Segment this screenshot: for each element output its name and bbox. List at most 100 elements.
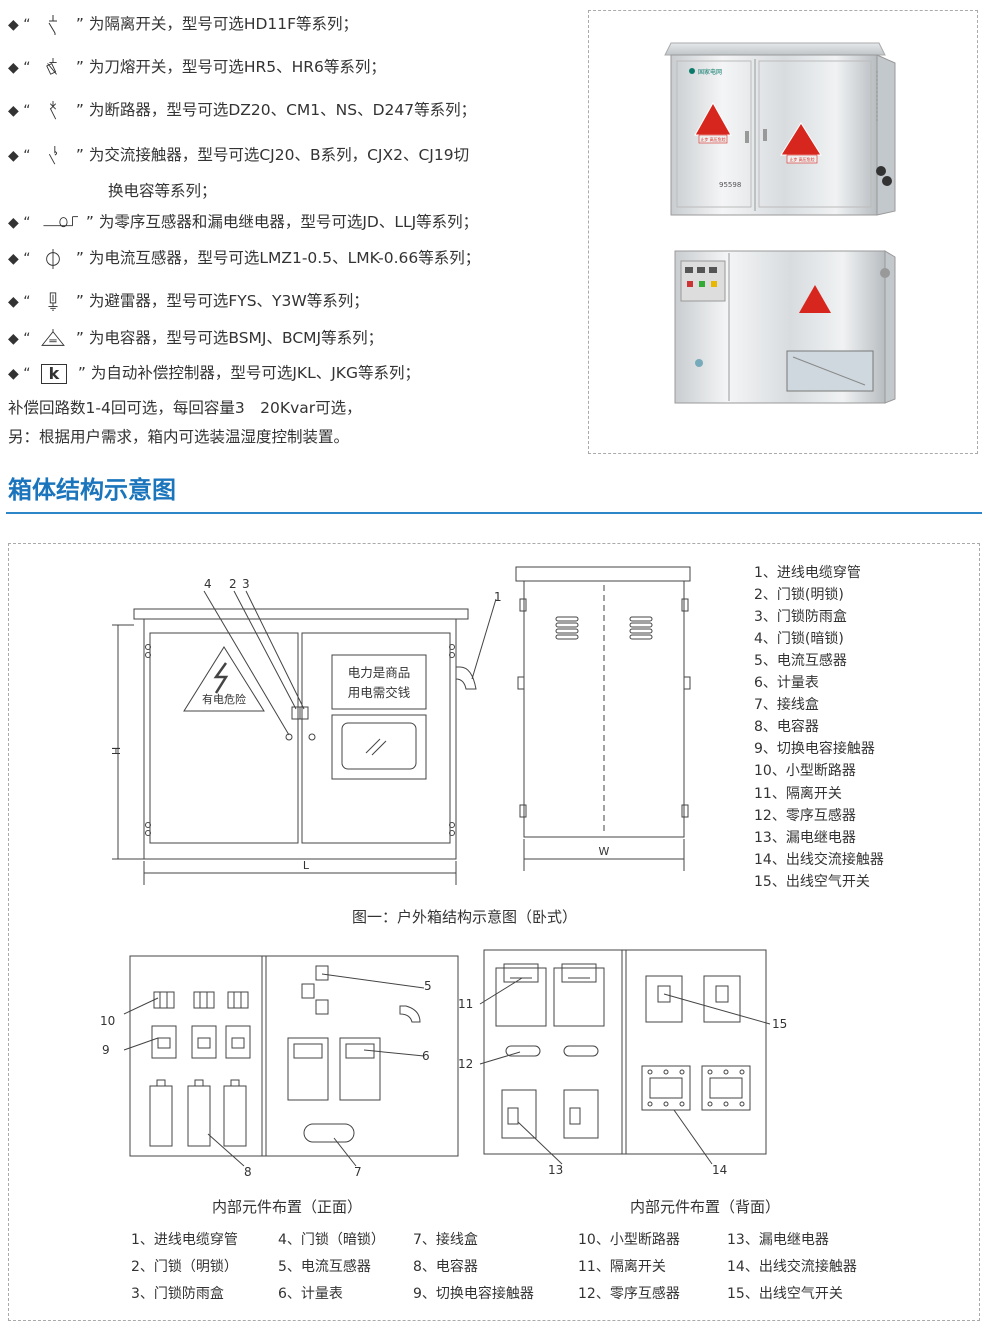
callout-number: 8 xyxy=(244,1165,252,1179)
legend-item: 8、电容器 xyxy=(754,719,819,735)
spec-text: ” 为交流接触器，型号可选CJ20、B系列，CJX2、CJ19切 xyxy=(75,146,470,164)
spec-text: ” 为零序互感器和漏电继电器，型号可选JD、LLJ等系列； xyxy=(85,213,479,231)
callout-number: 3 xyxy=(242,577,250,591)
callout-number: 6 xyxy=(422,1049,430,1063)
callout-number: 12 xyxy=(458,1057,473,1071)
left-door xyxy=(149,632,299,844)
slogan-line-2: 用电需交钱 xyxy=(348,685,411,700)
meter-window-frame xyxy=(331,714,427,780)
callout-number: 14 xyxy=(712,1163,727,1177)
diagram-frame xyxy=(8,543,980,1321)
back-layout-caption: 内部元件布置（背面） xyxy=(630,1198,781,1216)
meter-window xyxy=(341,722,417,770)
legend-item: 11、隔离开关 xyxy=(754,786,842,802)
note-optional: 另：根据用户需求，箱内可选装温湿度控制装置。 xyxy=(8,428,350,446)
bullet: ◆ “ xyxy=(8,331,31,347)
callout-number: 10 xyxy=(100,1014,115,1028)
dimension-w: W xyxy=(599,845,610,858)
air-switches xyxy=(645,975,741,1023)
bullet: ◆ “ xyxy=(8,366,31,382)
legend-item: 7、接线盒 xyxy=(413,1232,478,1248)
spec-item: ◆ “ ” 为避雷器，型号可选FYS、Y3W等系列； xyxy=(8,291,369,312)
zero-sequence-cts xyxy=(505,1045,599,1057)
callout-number: 4 xyxy=(204,577,212,591)
mini-breakers xyxy=(153,991,249,1009)
callout-number: 1 xyxy=(494,590,502,604)
back-layout-drawing: 11 12 13 14 15 xyxy=(458,949,787,1177)
callout-number: 7 xyxy=(354,1165,362,1179)
legend-item: 13、漏电继电器 xyxy=(754,830,856,846)
legend-item: 7、接线盒 xyxy=(754,697,819,713)
surge-arrester-icon xyxy=(48,291,58,311)
legend-item: 14、出线交流接触器 xyxy=(727,1259,857,1275)
warning-label: 止步 高压危险 xyxy=(700,136,725,142)
hotline-text: 95598 xyxy=(719,181,741,189)
legend-item: 8、电容器 xyxy=(413,1259,478,1275)
bullet: ◆ “ xyxy=(8,60,31,76)
output-contactors xyxy=(641,1065,751,1111)
bullet: ◆ “ xyxy=(8,215,31,231)
spec-item: ◆ “ ” 为交流接触器，型号可选CJ20、B系列，CJX2、CJ19切 xyxy=(8,145,469,166)
legend-item: 6、计量表 xyxy=(278,1286,343,1302)
spec-text: ” 为自动补偿控制器，型号可选JKL、JKG等系列； xyxy=(77,364,420,382)
spec-text: ” 为电流互感器，型号可选LMZ1-0.5、LMK-0.66等系列； xyxy=(75,249,481,267)
spec-item: ◆ “ ” 为刀熔开关，型号可选HR5、HR6等系列； xyxy=(8,57,386,78)
legend-item: 10、小型断路器 xyxy=(754,763,856,779)
front-body xyxy=(143,618,457,860)
section-title: 箱体结构示意图 xyxy=(8,476,176,504)
spec-text-continued: 换电容等系列； xyxy=(108,182,217,200)
hidden-lock-icon xyxy=(285,733,293,741)
current-transformer xyxy=(315,965,329,981)
dimension-l: L xyxy=(303,859,310,872)
cable-conduit xyxy=(399,1005,421,1023)
bullet: ◆ “ xyxy=(8,251,31,267)
isolator-switch-icon xyxy=(48,14,57,35)
legend-item: 12、零序互感器 xyxy=(754,808,856,824)
spec-item: ◆ “ ” 为断路器，型号可选DZ20、CM1、NS、D247等系列； xyxy=(8,100,476,121)
legend-item: 5、电流互感器 xyxy=(278,1259,371,1275)
legend-item: 4、门锁(暗锁) xyxy=(754,631,844,647)
legend-item: 4、门锁（暗锁） xyxy=(278,1232,385,1248)
spec-item: ◆ “ ” 为零序互感器和漏电继电器，型号可选JD、LLJ等系列； xyxy=(8,212,478,233)
cabinet-photo-1: 止步 高压危险 止步 高压危险 国家电网 95598 xyxy=(664,42,896,216)
spec-text: ” 为隔离开关，型号可选HD11F等系列； xyxy=(75,15,359,33)
callout-number: 15 xyxy=(772,1017,787,1031)
spec-text: ” 为刀熔开关，型号可选HR5、HR6等系列； xyxy=(75,58,386,76)
spec-item: ◆ “ ” 为隔离开关，型号可选HD11F等系列； xyxy=(8,14,358,35)
fuse-switch-icon xyxy=(46,57,57,75)
product-photo-frame: 止步 高压危险 止步 高压危险 国家电网 95598 xyxy=(588,10,978,454)
legend-item: 15、出线空气开关 xyxy=(727,1286,843,1302)
callout-number: 2 xyxy=(229,577,237,591)
product-photos: 止步 高压危险 止步 高压危险 国家电网 95598 xyxy=(664,42,896,404)
brand-logo-text: 国家电网 xyxy=(698,68,722,76)
figure-caption: 图一：户外箱结构示意图（卧式） xyxy=(352,908,578,926)
legend-item: 1、进线电缆穿管 xyxy=(754,565,861,581)
vent-right xyxy=(629,616,653,640)
legend-item: 12、零序互感器 xyxy=(578,1286,680,1302)
leakage-relays xyxy=(501,1089,599,1139)
slogan-plate xyxy=(331,654,427,710)
bullet: ◆ “ xyxy=(8,103,31,119)
section-divider xyxy=(6,512,982,514)
junction-box xyxy=(303,1123,355,1143)
legend-item: 6、计量表 xyxy=(754,675,819,691)
spec-item: ◆ “ ” 为电容器，型号可选BSMJ、BCMJ等系列； xyxy=(8,328,383,349)
cabinet-photo-2 xyxy=(674,250,896,404)
legend-item: 1、进线电缆穿管 xyxy=(131,1232,238,1248)
circuit-breaker-icon xyxy=(49,100,57,119)
callout-number: 5 xyxy=(424,979,432,993)
spec-text: ” 为断路器，型号可选DZ20、CM1、NS、D247等系列； xyxy=(75,101,477,119)
legend-item: 5、电流互感器 xyxy=(754,653,847,669)
current-transformer-icon xyxy=(46,248,60,269)
dimension-h: H xyxy=(110,747,123,755)
spec-item: ◆ “ ” 为电流互感器，型号可选LMZ1-0.5、LMK-0.66等系列； xyxy=(8,248,480,269)
legend-item: 10、小型断路器 xyxy=(578,1232,680,1248)
bullet: ◆ “ xyxy=(8,148,31,164)
right-door xyxy=(301,632,451,844)
bullet: ◆ “ xyxy=(8,17,31,33)
legend-item: 2、门锁(明锁) xyxy=(754,587,844,603)
ac-contactor-icon xyxy=(48,145,58,164)
warning-label: 止步 高压危险 xyxy=(789,156,814,162)
spec-text: ” 为避雷器，型号可选FYS、Y3W等系列； xyxy=(75,292,369,310)
legend-item: 13、漏电继电器 xyxy=(727,1232,829,1248)
